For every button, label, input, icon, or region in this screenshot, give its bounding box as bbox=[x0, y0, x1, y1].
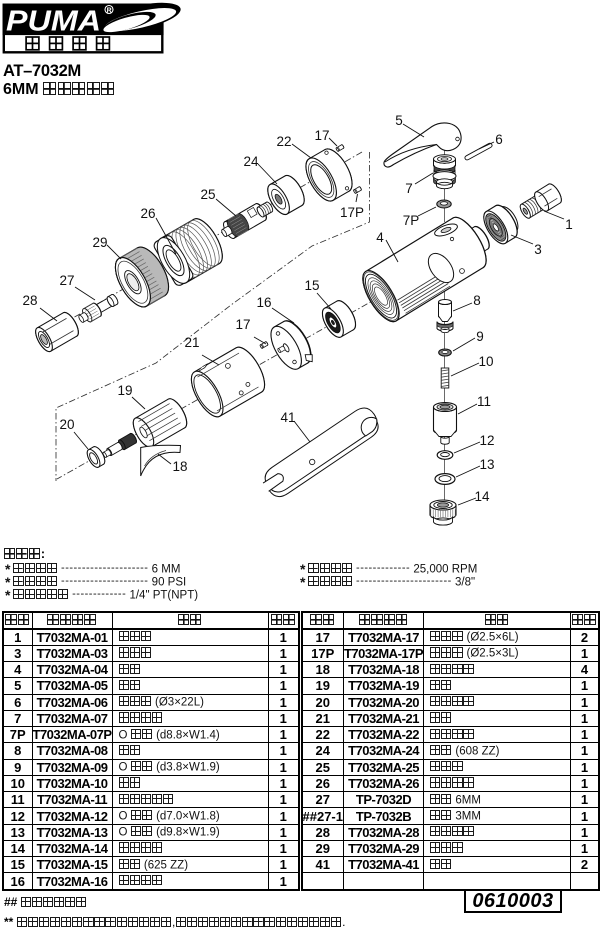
svg-text:21: 21 bbox=[184, 335, 199, 350]
svg-text:19: 19 bbox=[117, 383, 132, 398]
svg-text:26: 26 bbox=[140, 206, 155, 221]
svg-text:6: 6 bbox=[495, 132, 503, 147]
svg-text:R: R bbox=[107, 7, 112, 14]
svg-text:24: 24 bbox=[243, 154, 259, 169]
svg-text:8: 8 bbox=[473, 293, 481, 308]
svg-text:14: 14 bbox=[474, 489, 490, 504]
svg-text:7P: 7P bbox=[403, 213, 420, 228]
svg-text:3: 3 bbox=[534, 242, 542, 257]
svg-text:22: 22 bbox=[276, 134, 291, 149]
svg-text:27: 27 bbox=[59, 273, 74, 288]
svg-text:16: 16 bbox=[256, 295, 271, 310]
svg-text:1: 1 bbox=[565, 217, 573, 232]
svg-text:12: 12 bbox=[479, 433, 494, 448]
svg-text:10: 10 bbox=[478, 354, 493, 369]
svg-text:7: 7 bbox=[405, 181, 413, 196]
svg-text:13: 13 bbox=[479, 457, 494, 472]
svg-text:18: 18 bbox=[172, 459, 187, 474]
svg-text:17P: 17P bbox=[340, 205, 364, 220]
svg-text:9: 9 bbox=[476, 329, 484, 344]
svg-text:20: 20 bbox=[59, 417, 74, 432]
svg-text:17: 17 bbox=[314, 128, 329, 143]
svg-text:29: 29 bbox=[92, 235, 107, 250]
svg-text:28: 28 bbox=[22, 293, 37, 308]
svg-text:41: 41 bbox=[280, 410, 295, 425]
svg-text:11: 11 bbox=[477, 394, 491, 409]
svg-text:17: 17 bbox=[235, 317, 250, 332]
svg-text:4: 4 bbox=[376, 230, 384, 245]
svg-text:5: 5 bbox=[395, 113, 403, 128]
svg-text:15: 15 bbox=[304, 278, 319, 293]
svg-text:PUMA: PUMA bbox=[6, 6, 101, 38]
svg-text:25: 25 bbox=[200, 187, 215, 202]
